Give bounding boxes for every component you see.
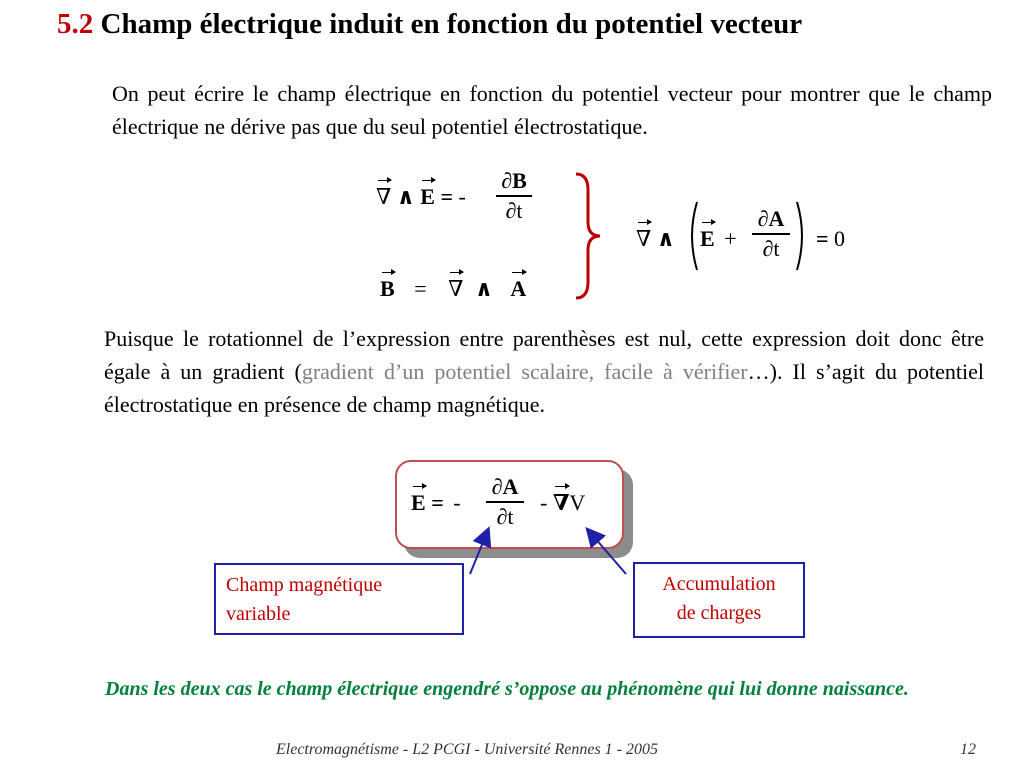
e-symbol: E [420,177,436,209]
minus-symbol: - [458,184,466,209]
fraction-denominator: ∂t [762,235,780,261]
fraction-bar [496,195,532,197]
fraction-numerator: ∂B [501,168,527,193]
label-line1: Accumulation [662,573,776,595]
section-number: 5.2 [57,8,94,40]
equals-symbol: = [431,490,444,515]
title-text: Champ électrique induit en fonction du p… [100,8,803,40]
fraction-bar [752,233,790,235]
a-symbol: A [510,269,528,301]
label-charge-accumulation: Accumulation de charges [633,562,805,638]
label-line1: Champ magnétique [226,574,383,596]
arrow-to-da-dt [469,526,492,575]
equation-equals-zero: = 0 [816,226,845,252]
fraction-denominator: ∂t [505,197,523,223]
explanation-highlight: gradient d’un potentiel scalaire, facile… [301,359,748,384]
equals-symbol: = [414,276,427,301]
wedge-symbol: ∧ [656,226,675,251]
fraction-da-dt-result: ∂A ∂t [486,474,524,530]
explanation-paragraph: Puisque le rotationnel de l’expression e… [104,322,984,421]
right-parenthesis [796,201,803,271]
explanation-part1: Puisque le rotationnel de l’expression e… [104,326,984,384]
minus-symbol: - [540,490,548,515]
e-symbol: E [411,483,427,515]
equation-curl-e: ∇ ∧ E = - [376,177,466,210]
equation-curl-combined: ∇ ∧ [636,219,675,252]
footer-text: Electromagnétisme - L2 PCGI - Université… [276,741,658,758]
fraction-bar [486,501,524,503]
left-parenthesis [691,201,698,271]
slide-title: 5.2 Champ électrique induit en fonction … [57,8,802,41]
equation-e-plus: E + [700,219,737,252]
v-symbol: V [569,490,586,515]
e-symbol: E [700,219,716,251]
nabla-symbol: ∇ [376,177,393,209]
nabla-symbol: ∇ [552,483,570,515]
equation-grad-v: - ∇V [540,483,586,516]
explanation-part2: …). Il s’agit du potentiel électrostatiq… [104,359,984,417]
label-line2: de charges [676,602,762,624]
fraction-numerator: ∂A [491,474,519,499]
conclusion-text: Dans les deux cas le champ électrique en… [105,678,909,700]
label-magnetic-field: Champ magnétique variable [214,563,464,635]
equation-b-curl-a: B = ∇ ∧ A [380,269,528,302]
plus-symbol: + [724,226,737,251]
page-number: 12 [960,741,976,758]
fraction-numerator: ∂A [757,206,785,231]
intro-paragraph: On peut écrire le champ électrique en fo… [112,81,992,139]
equation-e-result: E = - [411,483,461,516]
b-symbol: B [380,269,396,301]
nabla-symbol: ∇ [636,219,653,251]
arrow-to-grad-v [585,526,627,575]
fraction-denominator: ∂t [496,503,514,529]
label-line2: variable [226,603,291,625]
zero-value: 0 [834,226,846,251]
wedge-symbol: ∧ [474,276,493,301]
equals-symbol: = [440,184,453,209]
curly-brace [575,172,601,300]
equals-symbol: = [816,226,829,251]
wedge-symbol: ∧ [396,184,415,209]
nabla-symbol: ∇ [448,269,465,301]
minus-symbol: - [453,490,461,515]
fraction-db-dt: ∂B ∂t [496,168,532,224]
fraction-da-dt: ∂A ∂t [752,206,790,262]
